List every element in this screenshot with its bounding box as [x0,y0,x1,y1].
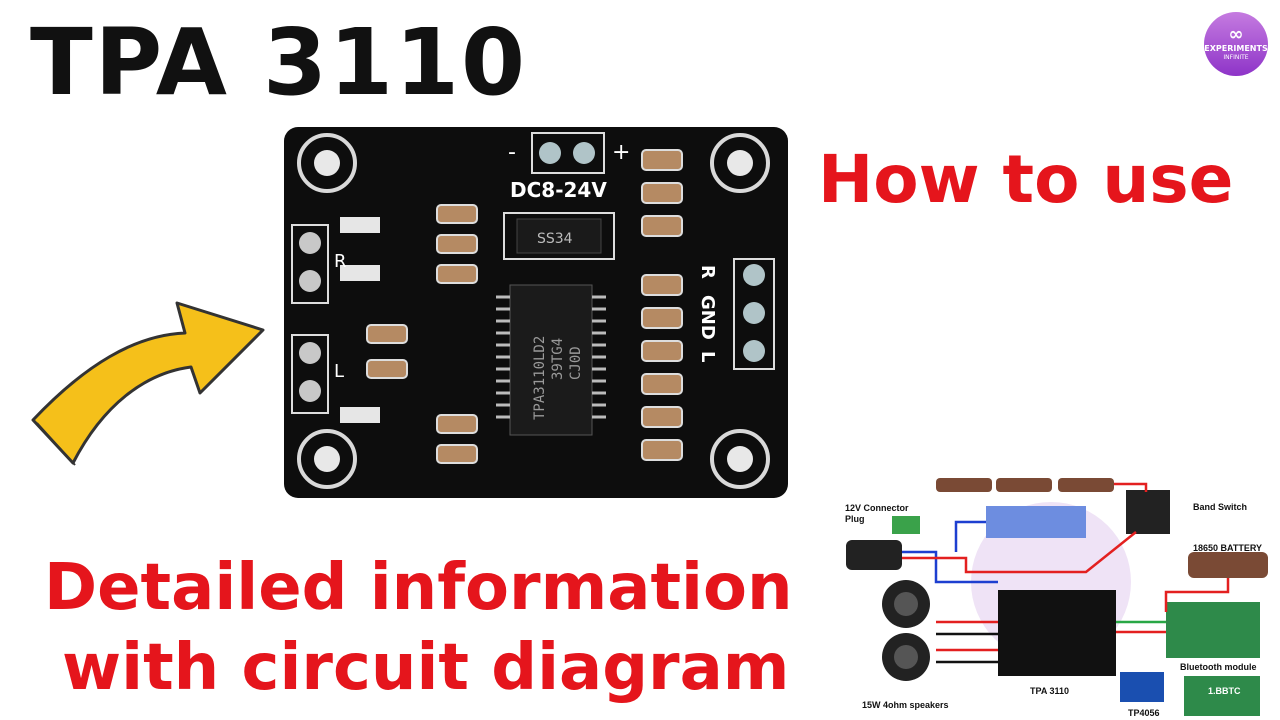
tp4056-label: TP4056 [1128,708,1160,718]
diode-label: SS34 [537,231,573,247]
bt-chip-label: 1.BBTC [1208,686,1241,696]
circuit-diagram [846,478,1268,716]
tpa3110-board: - + DC8-24V SS34 TPA3110LD2 39TG4 CJ0D [284,127,788,498]
connector-label: 12V Connector Plug [845,503,909,524]
out-gnd-label: GND [697,295,718,340]
how-to-use-text: How to use [818,141,1234,218]
infinity-icon: ∞ [1228,24,1244,45]
out-l-label: L [697,351,718,362]
power-label: DC8-24V [510,178,607,202]
page-title: TPA 3110 [30,9,528,116]
power-minus: - [508,140,516,165]
band-switch-label: Band Switch [1193,502,1248,512]
battery-label: 18650 BATTERY [1193,543,1263,553]
channel-logo: ∞ EXPERIMENTS INFINITE [1204,12,1268,76]
speakers-label: 15W 4ohm speakers [862,700,949,710]
amp-label: TPA 3110 [1030,686,1070,696]
detail-line-1: Detailed information [44,551,793,625]
chip-label: TPA3110LD2 [532,336,548,420]
input-r-label: R [334,251,347,272]
logo-text-2: INFINITE [1223,54,1249,61]
mounting-holes [297,133,770,489]
bt-module-label: Bluetooth module [1180,662,1257,672]
chip-code-1: 39TG4 [550,338,566,380]
detail-line-2: with circuit diagram [62,631,790,705]
chip-code-2: CJ0D [568,346,584,380]
out-r-label: R [697,265,718,279]
logo-text-1: EXPERIMENTS [1204,44,1268,53]
input-l-label: L [334,361,344,382]
power-plus: + [612,140,630,165]
arrow-icon [31,301,265,466]
